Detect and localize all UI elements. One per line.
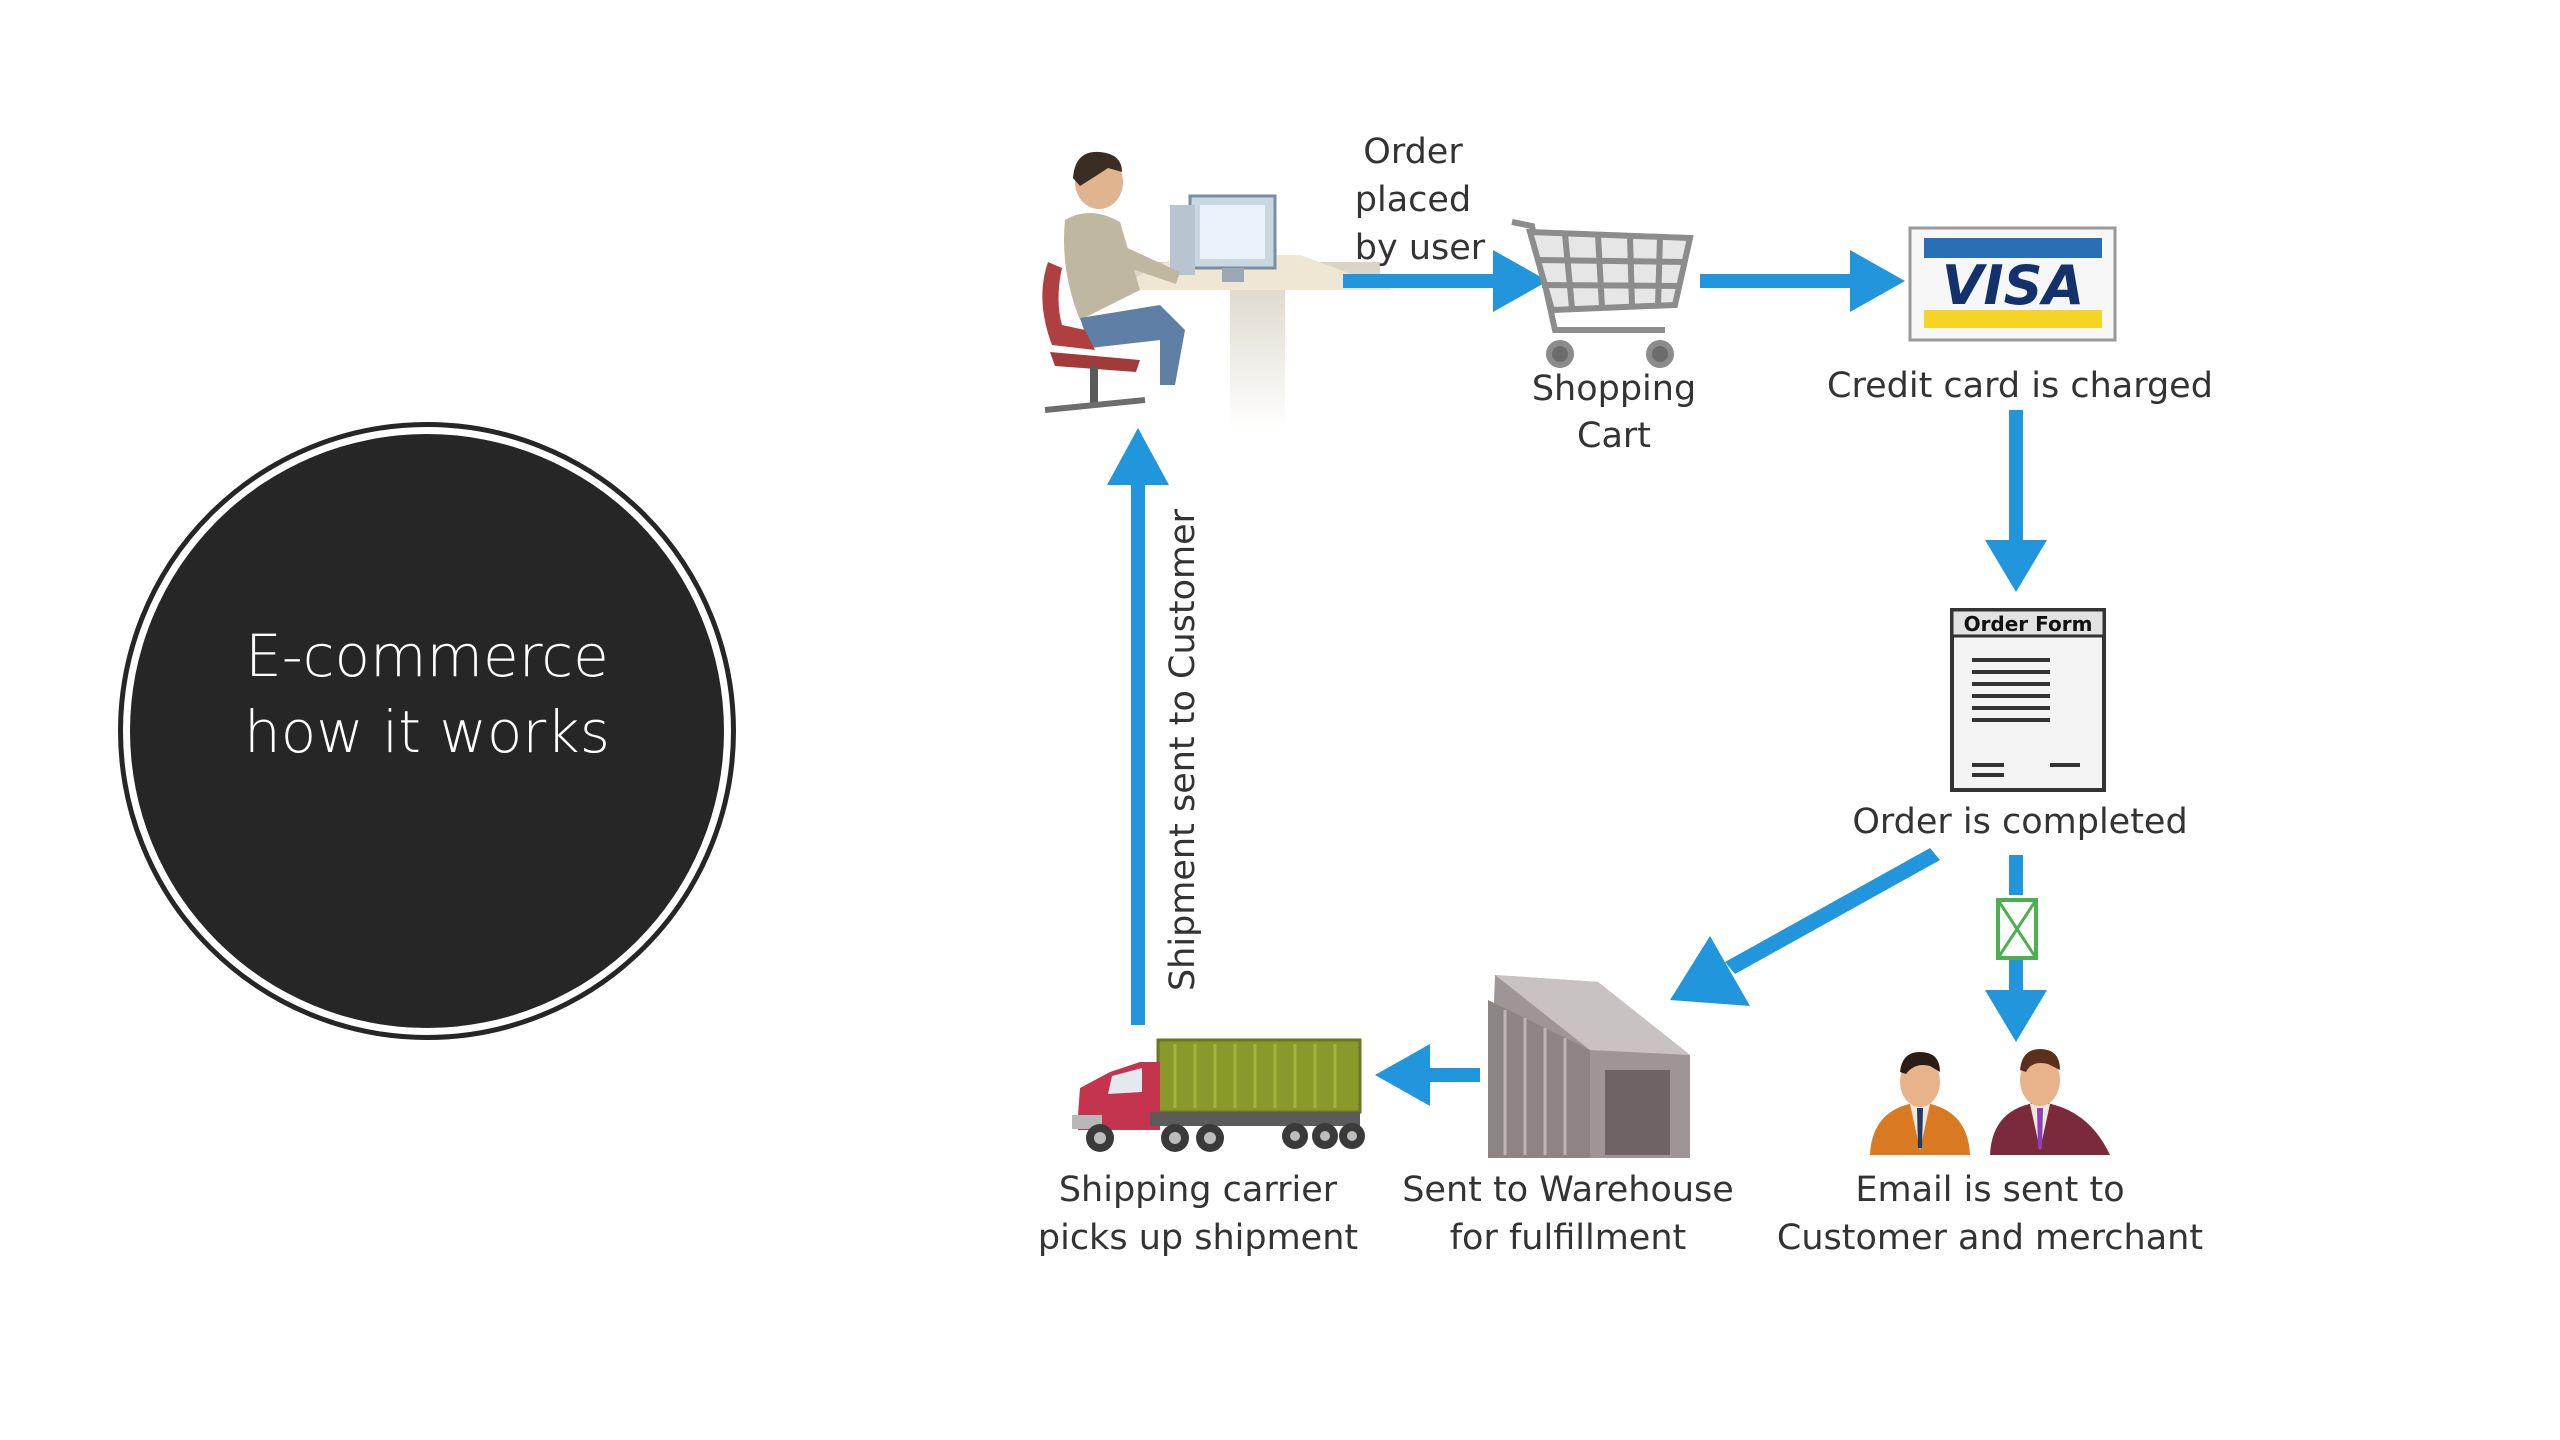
arrow-cart-to-card: [1700, 250, 1905, 312]
arrow-order-to-email: [1985, 855, 2047, 1042]
truck-icon: [1072, 1038, 1365, 1152]
shopping-cart-icon: [1511, 219, 1694, 368]
title-line-1: E-commerce: [245, 622, 609, 690]
order-form-icon: Order Form: [1950, 608, 2106, 792]
order-placed-label: Order placed by user: [1355, 132, 1486, 268]
arrow-truck-to-user: [1107, 428, 1169, 1025]
arrow-user-to-cart: [1343, 250, 1548, 312]
warehouse-icon: [1488, 975, 1690, 1158]
credit-card-label: Credit card is charged: [1827, 366, 2213, 406]
email-sent-line-2: Customer and merchant: [1777, 1218, 2203, 1258]
order-form-title: Order Form: [1964, 612, 2093, 636]
carrier-line-1: Shipping carrier: [1059, 1170, 1338, 1210]
visa-text: VISA: [1942, 254, 2085, 317]
envelope-icon: [1996, 898, 2038, 960]
order-placed-line-3: by user: [1355, 228, 1486, 268]
title-circle: E-commerce how it works: [118, 422, 736, 1040]
warehouse-line-2: for fulfillment: [1450, 1218, 1687, 1258]
order-placed-line-2: placed: [1355, 180, 1471, 220]
title-line-2: how it works: [244, 698, 610, 766]
slide-title: E-commerce how it works: [244, 618, 610, 770]
carrier-line-2: picks up shipment: [1038, 1218, 1358, 1258]
arrow-warehouse-to-truck: [1375, 1044, 1480, 1106]
shipment-sent-label: Shipment sent to Customer: [1163, 508, 1203, 991]
visa-card-icon: VISA: [1908, 226, 2117, 342]
business-people-icon: [1870, 1049, 2110, 1155]
arrow-order-to-warehouse: [1670, 848, 1940, 1006]
order-placed-line-1: Order: [1363, 132, 1463, 172]
arrow-card-to-order-form: [1985, 410, 2047, 592]
warehouse-line-1: Sent to Warehouse: [1402, 1170, 1734, 1210]
order-completed-label: Order is completed: [1852, 802, 2187, 842]
shopping-cart-line-1: Shopping: [1532, 369, 1696, 409]
shopping-cart-line-2: Cart: [1577, 416, 1651, 456]
title-circle-fill: E-commerce how it works: [130, 434, 724, 1028]
email-sent-line-1: Email is sent to: [1855, 1170, 2124, 1210]
user-at-computer-icon: [1042, 151, 1395, 430]
